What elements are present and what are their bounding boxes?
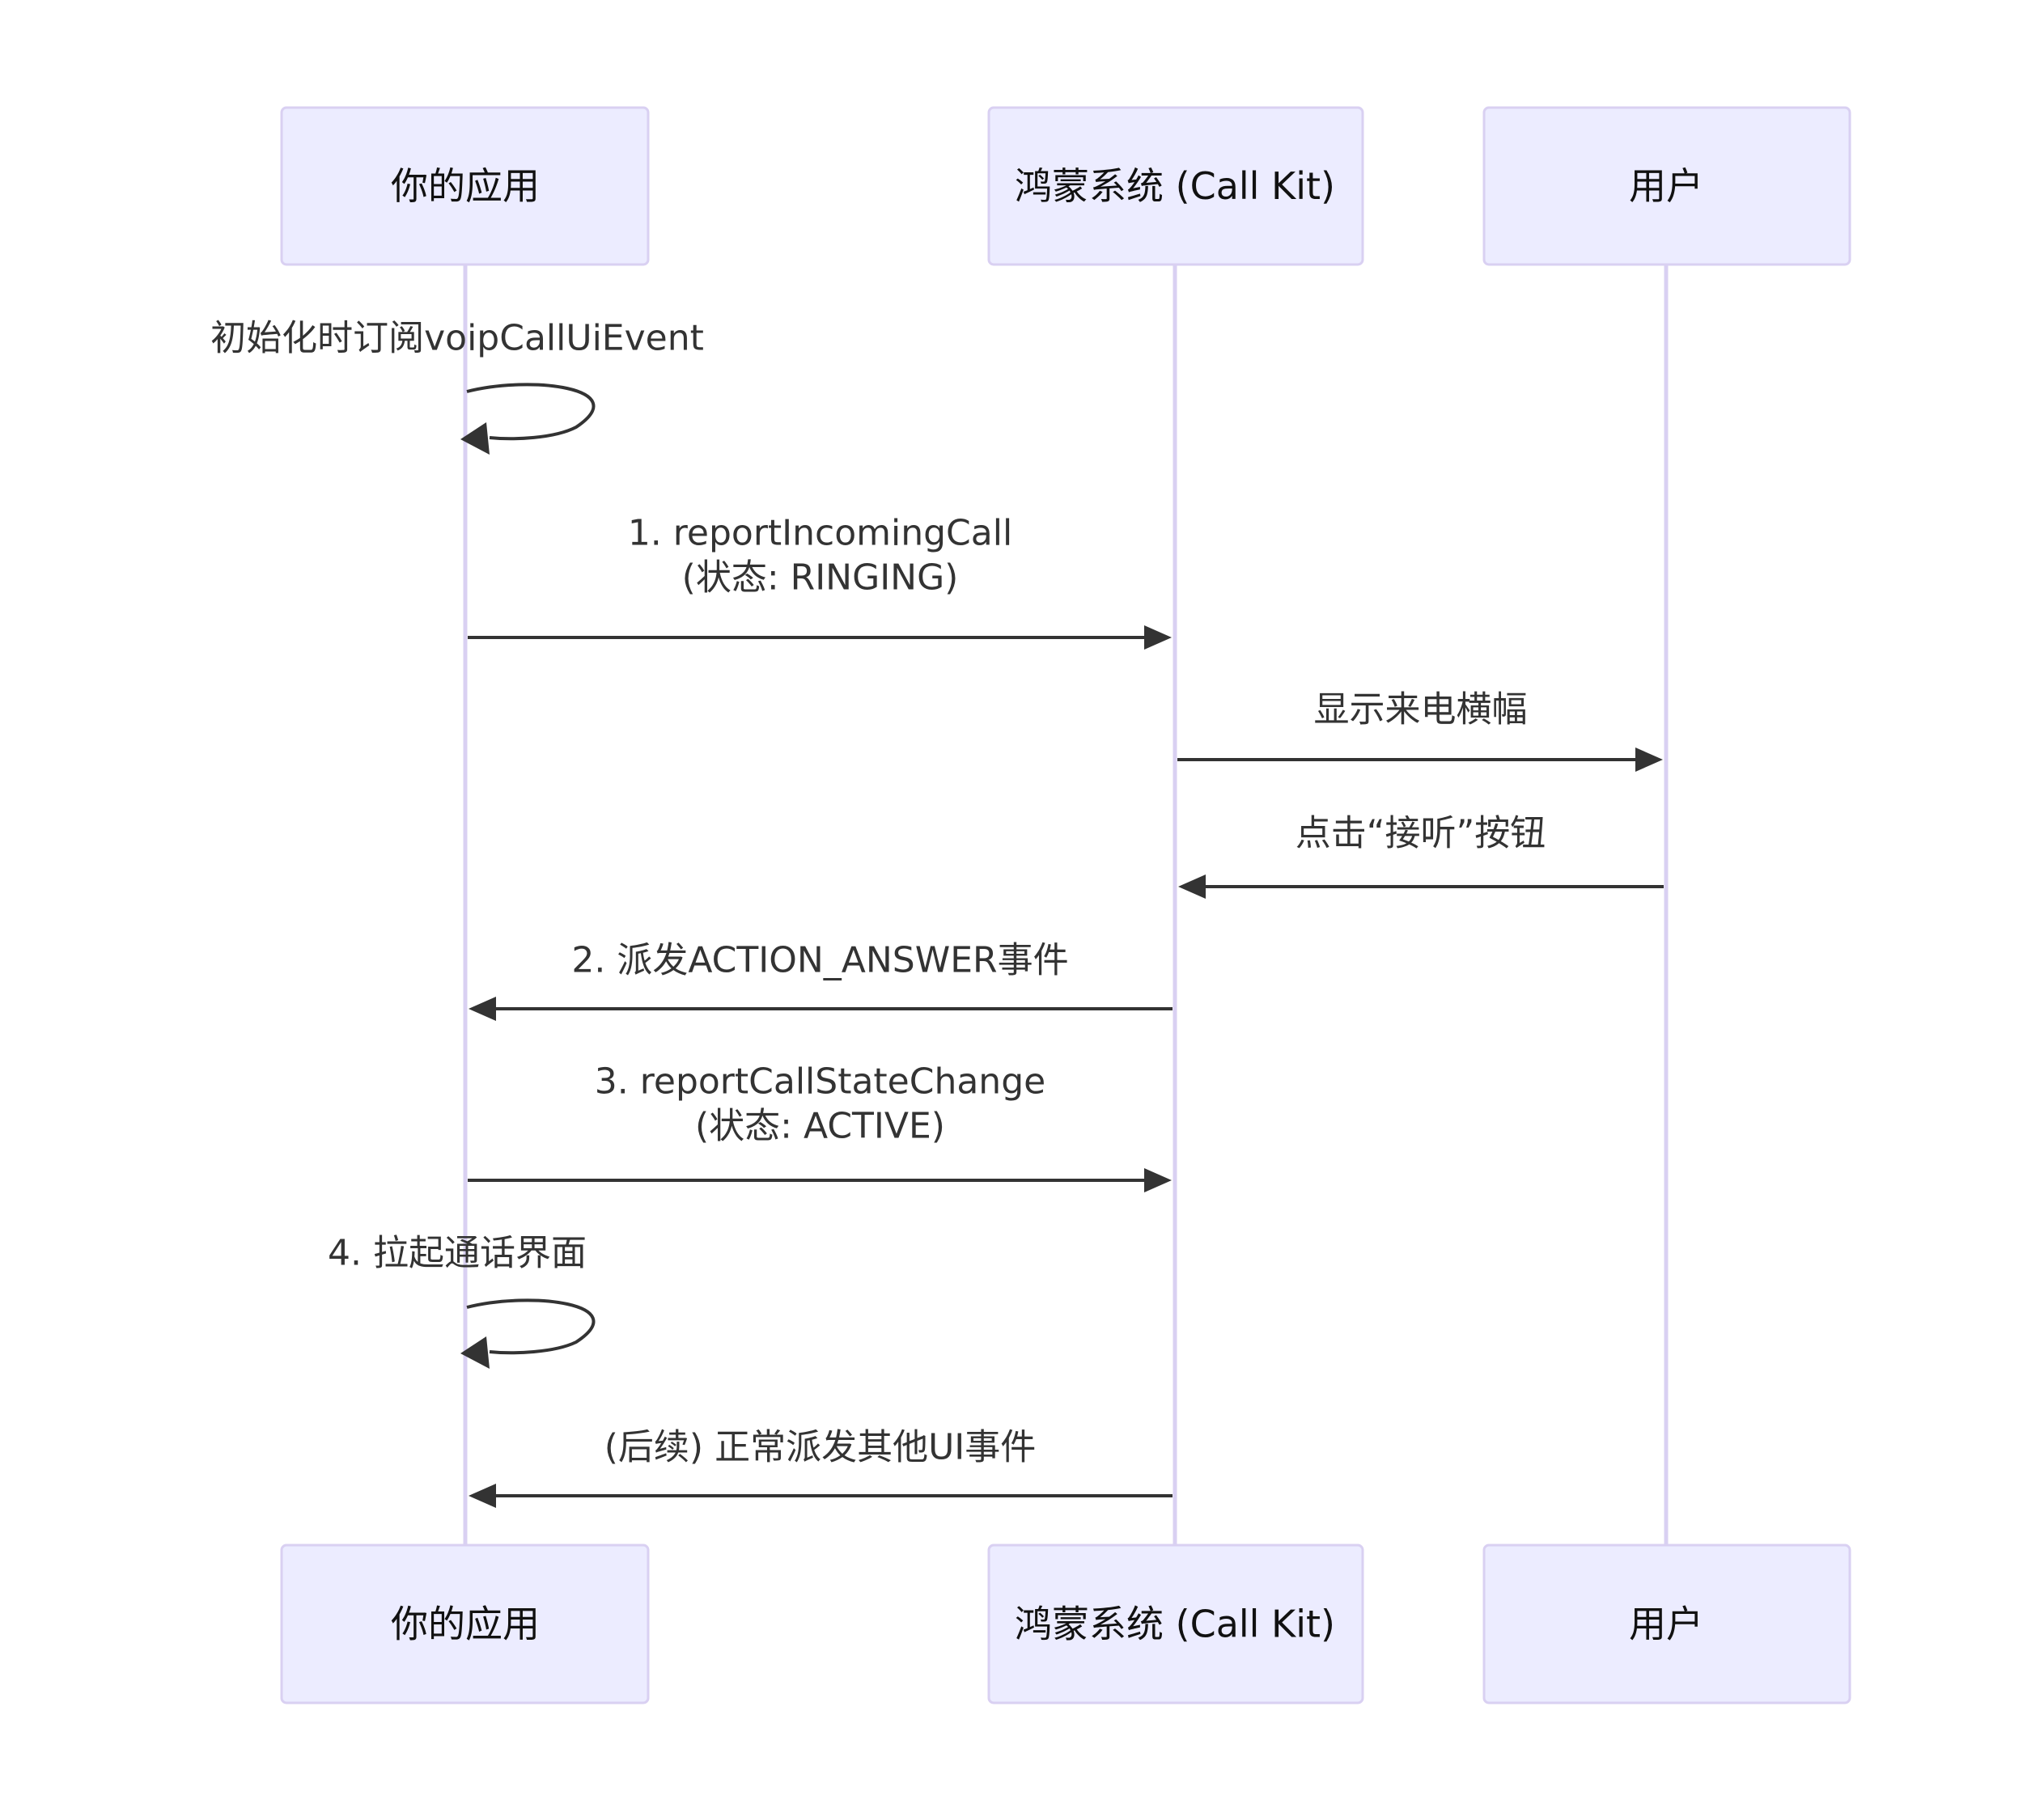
message-label: 点击“接听”按钮 (1296, 813, 1546, 854)
message-5: 2. 派发ACTION_ANSWER事件 (469, 940, 1173, 1021)
actor-callkit-top: 鸿蒙系统 (Call Kit) (987, 106, 1364, 266)
arrowhead (1635, 747, 1663, 772)
arrowhead (1178, 874, 1206, 899)
message-label: 显示来电横幅 (1314, 689, 1528, 730)
actor-box (1482, 106, 1851, 266)
message-1: 初始化时订阅voipCallUiEvent (210, 318, 704, 455)
actor-box (1482, 1544, 1851, 1704)
actor-box (280, 1544, 650, 1704)
actor-callkit-bottom: 鸿蒙系统 (Call Kit) (987, 1544, 1364, 1704)
actor-label: 用户 (1629, 1603, 1703, 1646)
arrowhead (469, 1484, 496, 1508)
actor-app-top: 你的应用 (280, 106, 650, 266)
actor-user-top: 用户 (1482, 106, 1851, 266)
self-loop-arrow (466, 1298, 596, 1355)
self-loop-arrow (466, 383, 596, 441)
message-label: (状态: ACTIVE) (695, 1106, 945, 1147)
message-label: 4. 拉起通话界面 (328, 1233, 587, 1274)
arrowhead (469, 997, 496, 1021)
message-label: 3. reportCallStateChange (595, 1061, 1045, 1103)
message-label: 2. 派发ACTION_ANSWER事件 (571, 940, 1068, 981)
arrowhead (460, 1336, 490, 1369)
actor-label: 用户 (1629, 164, 1703, 208)
message-2: 1. reportIncomingCall(状态: RINGING) (468, 513, 1172, 650)
actor-label: 你的应用 (391, 164, 540, 208)
actor-app-bottom: 你的应用 (280, 1544, 650, 1704)
actor-box (987, 1544, 1364, 1704)
message-7: 4. 拉起通话界面 (328, 1233, 596, 1369)
arrowhead (1144, 625, 1172, 650)
message-label: (状态: RINGING) (682, 557, 959, 599)
message-4: 点击“接听”按钮 (1178, 813, 1664, 899)
actor-label: 鸿蒙系统 (Call Kit) (1015, 164, 1335, 208)
actor-label: 鸿蒙系统 (Call Kit) (1015, 1603, 1335, 1646)
message-8: (后续) 正常派发其他UI事件 (469, 1427, 1173, 1508)
message-label: 1. reportIncomingCall (628, 513, 1012, 554)
actor-label: 你的应用 (391, 1603, 540, 1646)
arrowhead (1144, 1168, 1172, 1192)
message-6: 3. reportCallStateChange(状态: ACTIVE) (468, 1061, 1172, 1192)
message-label: 初始化时订阅voipCallUiEvent (210, 318, 704, 359)
arrowhead (460, 422, 490, 455)
message-label: (后续) 正常派发其他UI事件 (604, 1427, 1037, 1468)
actor-box (280, 106, 650, 266)
actor-box (987, 106, 1364, 266)
actor-user-bottom: 用户 (1482, 1544, 1851, 1704)
message-3: 显示来电横幅 (1177, 689, 1663, 772)
